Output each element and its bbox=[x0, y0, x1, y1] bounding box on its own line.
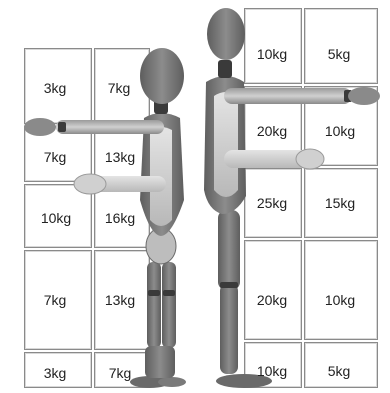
right-mannequin-leg bbox=[218, 210, 240, 290]
left-mannequin-hand bbox=[24, 118, 56, 136]
left-zone-weight: 3kg bbox=[44, 80, 67, 96]
right-zone-weight: 20kg bbox=[257, 123, 287, 139]
left-mannequin-arm-raised bbox=[56, 120, 164, 134]
left-zone-weight: 7kg bbox=[109, 365, 132, 381]
left-mannequin-leg bbox=[147, 262, 161, 348]
right-zone-weight: 15kg bbox=[325, 195, 355, 211]
left-zone-weight: 7kg bbox=[44, 292, 67, 308]
right-zone-weight: 10kg bbox=[325, 123, 355, 139]
right-zone-weight: 25kg bbox=[257, 195, 287, 211]
left-mannequin-head bbox=[140, 48, 184, 104]
right-mannequin-leg bbox=[220, 284, 238, 374]
left-zone-weight: 3kg bbox=[44, 365, 67, 381]
left-zone-weight: 13kg bbox=[105, 292, 135, 308]
right-mannequin-hand bbox=[296, 149, 324, 169]
left-zone-weight: 13kg bbox=[105, 149, 135, 165]
left-mannequin-foot bbox=[158, 377, 186, 387]
right-zone-weight: 20kg bbox=[257, 292, 287, 308]
right-mannequin-hand bbox=[348, 87, 380, 105]
right-mannequin-head bbox=[207, 8, 245, 60]
left-mannequin-leg bbox=[162, 262, 176, 348]
left-zone-weight: 7kg bbox=[44, 149, 67, 165]
left-zone-weight: 16kg bbox=[105, 210, 135, 226]
left-zone-weight: 10kg bbox=[41, 210, 71, 226]
right-zone-weight: 5kg bbox=[328, 363, 351, 379]
right-zone-weight: 10kg bbox=[325, 292, 355, 308]
right-zone-weight: 5kg bbox=[328, 46, 351, 62]
left-mannequin-hand bbox=[74, 174, 106, 194]
right-zone-weight: 10kg bbox=[257, 46, 287, 62]
right-zone-weight: 10kg bbox=[257, 363, 287, 379]
left-zone-weight: 7kg bbox=[108, 80, 131, 96]
right-mannequin-arm-raised bbox=[224, 88, 352, 104]
